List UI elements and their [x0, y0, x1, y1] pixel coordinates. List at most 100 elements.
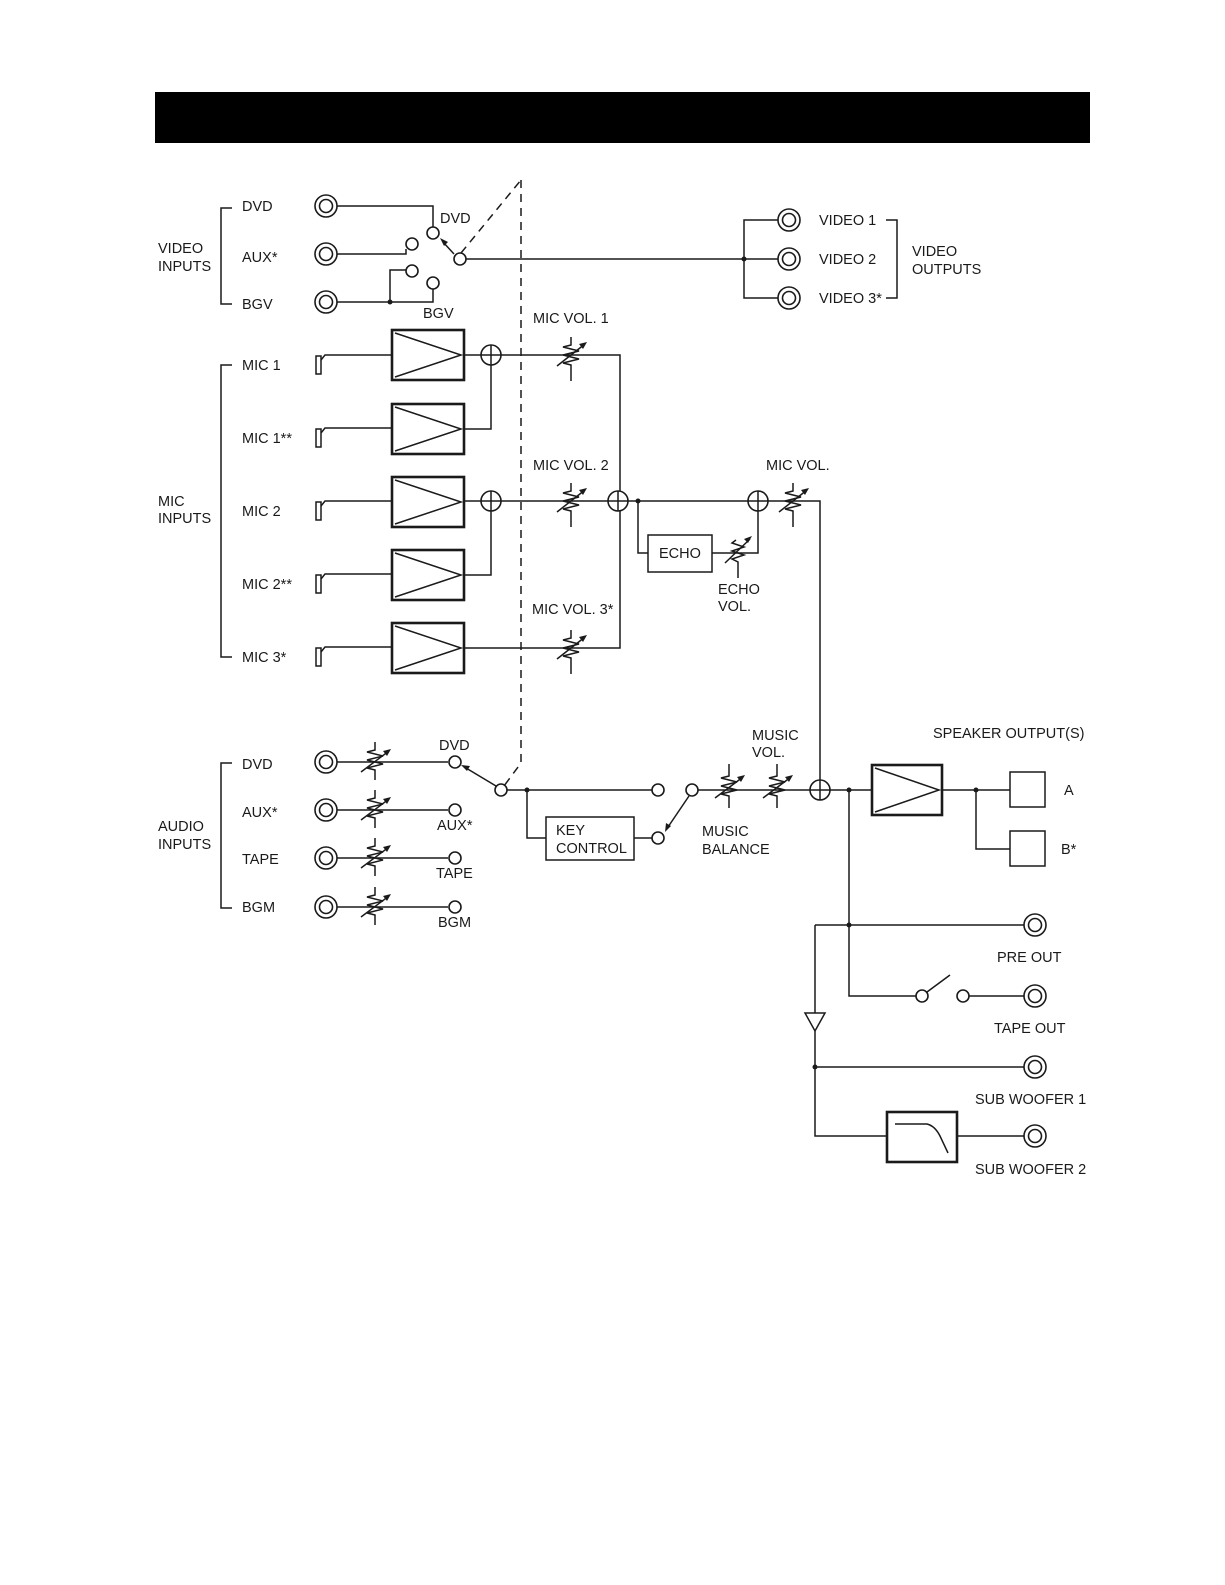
- music-balance-label-line2: BALANCE: [702, 842, 770, 858]
- video-dvd-wire: [337, 205, 434, 228]
- tape-out-jack-icon: [1023, 984, 1047, 1008]
- audio-inputs-label-line1: AUDIO: [158, 819, 204, 835]
- music-vol-label-line2: VOL.: [752, 745, 785, 761]
- mic-master-vol-pot-icon: [778, 483, 809, 527]
- music-balance-pot-icon: [714, 764, 745, 808]
- mic-vol-1-label: MIC VOL. 1: [533, 311, 609, 327]
- video-output-3-label: VIDEO 3*: [819, 291, 882, 307]
- mic-3-amplifier-icon: [390, 621, 466, 675]
- video-input-dvd-label: DVD: [242, 199, 273, 215]
- audio-switch-arm: [465, 767, 497, 787]
- video-aux-wire: [337, 249, 407, 255]
- video-bgv-wire-2: [390, 288, 434, 303]
- audio-tape-trim-pot-icon: [360, 838, 391, 876]
- pre-out-jack-icon: [1023, 913, 1047, 937]
- key-switch-contact-bypass: [651, 783, 665, 797]
- audio-switch-bgm-label: BGM: [438, 915, 471, 931]
- echo-vol-label-line2: VOL.: [718, 599, 751, 615]
- tape-out-feed-wire: [848, 790, 917, 997]
- audio-switch-common: [494, 783, 508, 797]
- junction-dot: [812, 1064, 818, 1070]
- mic-vol-2-pot-icon: [556, 483, 587, 527]
- mic-1b-wire: [464, 365, 492, 430]
- mic-2-mixer-icon: [480, 490, 502, 512]
- audio-bgm-trim-pot-icon: [360, 887, 391, 925]
- speaker-a-terminal: [1009, 771, 1046, 808]
- mic-input-1-label: MIC 1: [242, 358, 281, 374]
- video-switch-contact-bgv-1: [405, 264, 419, 278]
- speaker-output-label: SPEAKER OUTPUT(S): [933, 726, 1084, 742]
- speaker-b-label: B*: [1061, 842, 1077, 858]
- video-switch-contact-bgv-2: [426, 276, 440, 290]
- linkage-dash-vertical: [500, 180, 522, 791]
- audio-switch-contact-tape: [448, 851, 462, 865]
- mic-vol-3-label: MIC VOL. 3*: [532, 602, 614, 618]
- video-output-1-jack-icon: [777, 208, 801, 232]
- key-control-label-line2: CONTROL: [556, 841, 627, 857]
- mic-master-vol-label: MIC VOL.: [766, 458, 830, 474]
- mic-1-amplifier-icon: [390, 328, 466, 382]
- mic-vol-3-pot-icon: [556, 630, 587, 674]
- mic-inputs-label-line2: INPUTS: [158, 511, 211, 527]
- key-switch-contact-key: [651, 831, 665, 845]
- audio-inputs-label-line2: INPUTS: [158, 837, 211, 853]
- video-input-aux-label: AUX*: [242, 250, 278, 266]
- echo-label: ECHO: [659, 546, 701, 562]
- mic-vol-1-pot-icon: [556, 337, 587, 381]
- audio-input-tape-jack-icon: [314, 846, 338, 870]
- mic-echo-mixer-icon: [747, 490, 769, 512]
- audio-dvd-trim-pot-icon: [360, 742, 391, 780]
- video-input-dvd-jack-icon: [314, 194, 338, 218]
- video-switch-dvd-label: DVD: [440, 211, 471, 227]
- speaker-b-wire: [975, 790, 1010, 850]
- audio-input-dvd-jack-icon: [314, 750, 338, 774]
- mic-2b-wire: [464, 511, 492, 576]
- video-switch-contact-aux: [405, 237, 419, 251]
- audio-switch-contact-bgm: [448, 900, 462, 914]
- audio-input-bgm-label: BGM: [242, 900, 275, 916]
- video-output-1-label: VIDEO 1: [819, 213, 876, 229]
- mic-2-amplifier-icon: [390, 475, 466, 529]
- key-control-label-line1: KEY: [556, 823, 585, 839]
- video-switch-contact-dvd: [426, 226, 440, 240]
- audio-switch-contact-dvd: [448, 755, 462, 769]
- sub-woofer-1-label: SUB WOOFER 1: [975, 1092, 1086, 1108]
- mic-vol-2-label: MIC VOL. 2: [533, 458, 609, 474]
- music-vol-label-line1: MUSIC: [752, 728, 799, 744]
- audio-switch-aux-label: AUX*: [437, 818, 473, 834]
- sub-trunk-wire: [814, 1031, 887, 1137]
- video-switch-bgv-label: BGV: [423, 306, 454, 322]
- tape-out-switch-arm: [926, 974, 951, 993]
- audio-aux-trim-pot-icon: [360, 790, 391, 828]
- tape-out-switch-contact-2: [956, 989, 970, 1003]
- audio-switch-contact-aux: [448, 803, 462, 817]
- video-switch-common: [453, 252, 467, 266]
- speaker-a-label: A: [1064, 783, 1074, 799]
- video-inputs-bracket: [220, 207, 232, 305]
- mic-inputs-bracket: [220, 364, 232, 658]
- junction-dot: [387, 299, 393, 305]
- mic-3-jack-icon: [315, 646, 392, 667]
- low-pass-filter-icon: [885, 1110, 959, 1164]
- echo-vol-pot-icon: [724, 536, 752, 578]
- video-input-bgv-label: BGV: [242, 297, 273, 313]
- key-control-send-wire: [526, 790, 546, 839]
- mic-input-3-label: MIC 3*: [242, 650, 287, 666]
- header-bar: [155, 92, 1090, 143]
- sub-woofer-1-jack-icon: [1023, 1055, 1047, 1079]
- mic-2b-amplifier-icon: [390, 548, 466, 602]
- mic-sum-mixer-icon: [607, 490, 629, 512]
- junction-dot: [846, 922, 852, 928]
- power-amplifier-icon: [870, 763, 944, 817]
- audio-switch-tape-label: TAPE: [436, 866, 473, 882]
- master-mixer-icon: [809, 779, 831, 801]
- sub-buffer-icon: [803, 1012, 827, 1033]
- music-balance-label-line1: MUSIC: [702, 824, 749, 840]
- junction-dot: [741, 256, 747, 262]
- key-switch-common: [685, 783, 699, 797]
- video-outputs-label-line2: OUTPUTS: [912, 262, 981, 278]
- video-output-3-jack-icon: [777, 286, 801, 310]
- mic-2-jack-icon: [315, 500, 392, 521]
- mic-inputs-label-line1: MIC: [158, 494, 185, 510]
